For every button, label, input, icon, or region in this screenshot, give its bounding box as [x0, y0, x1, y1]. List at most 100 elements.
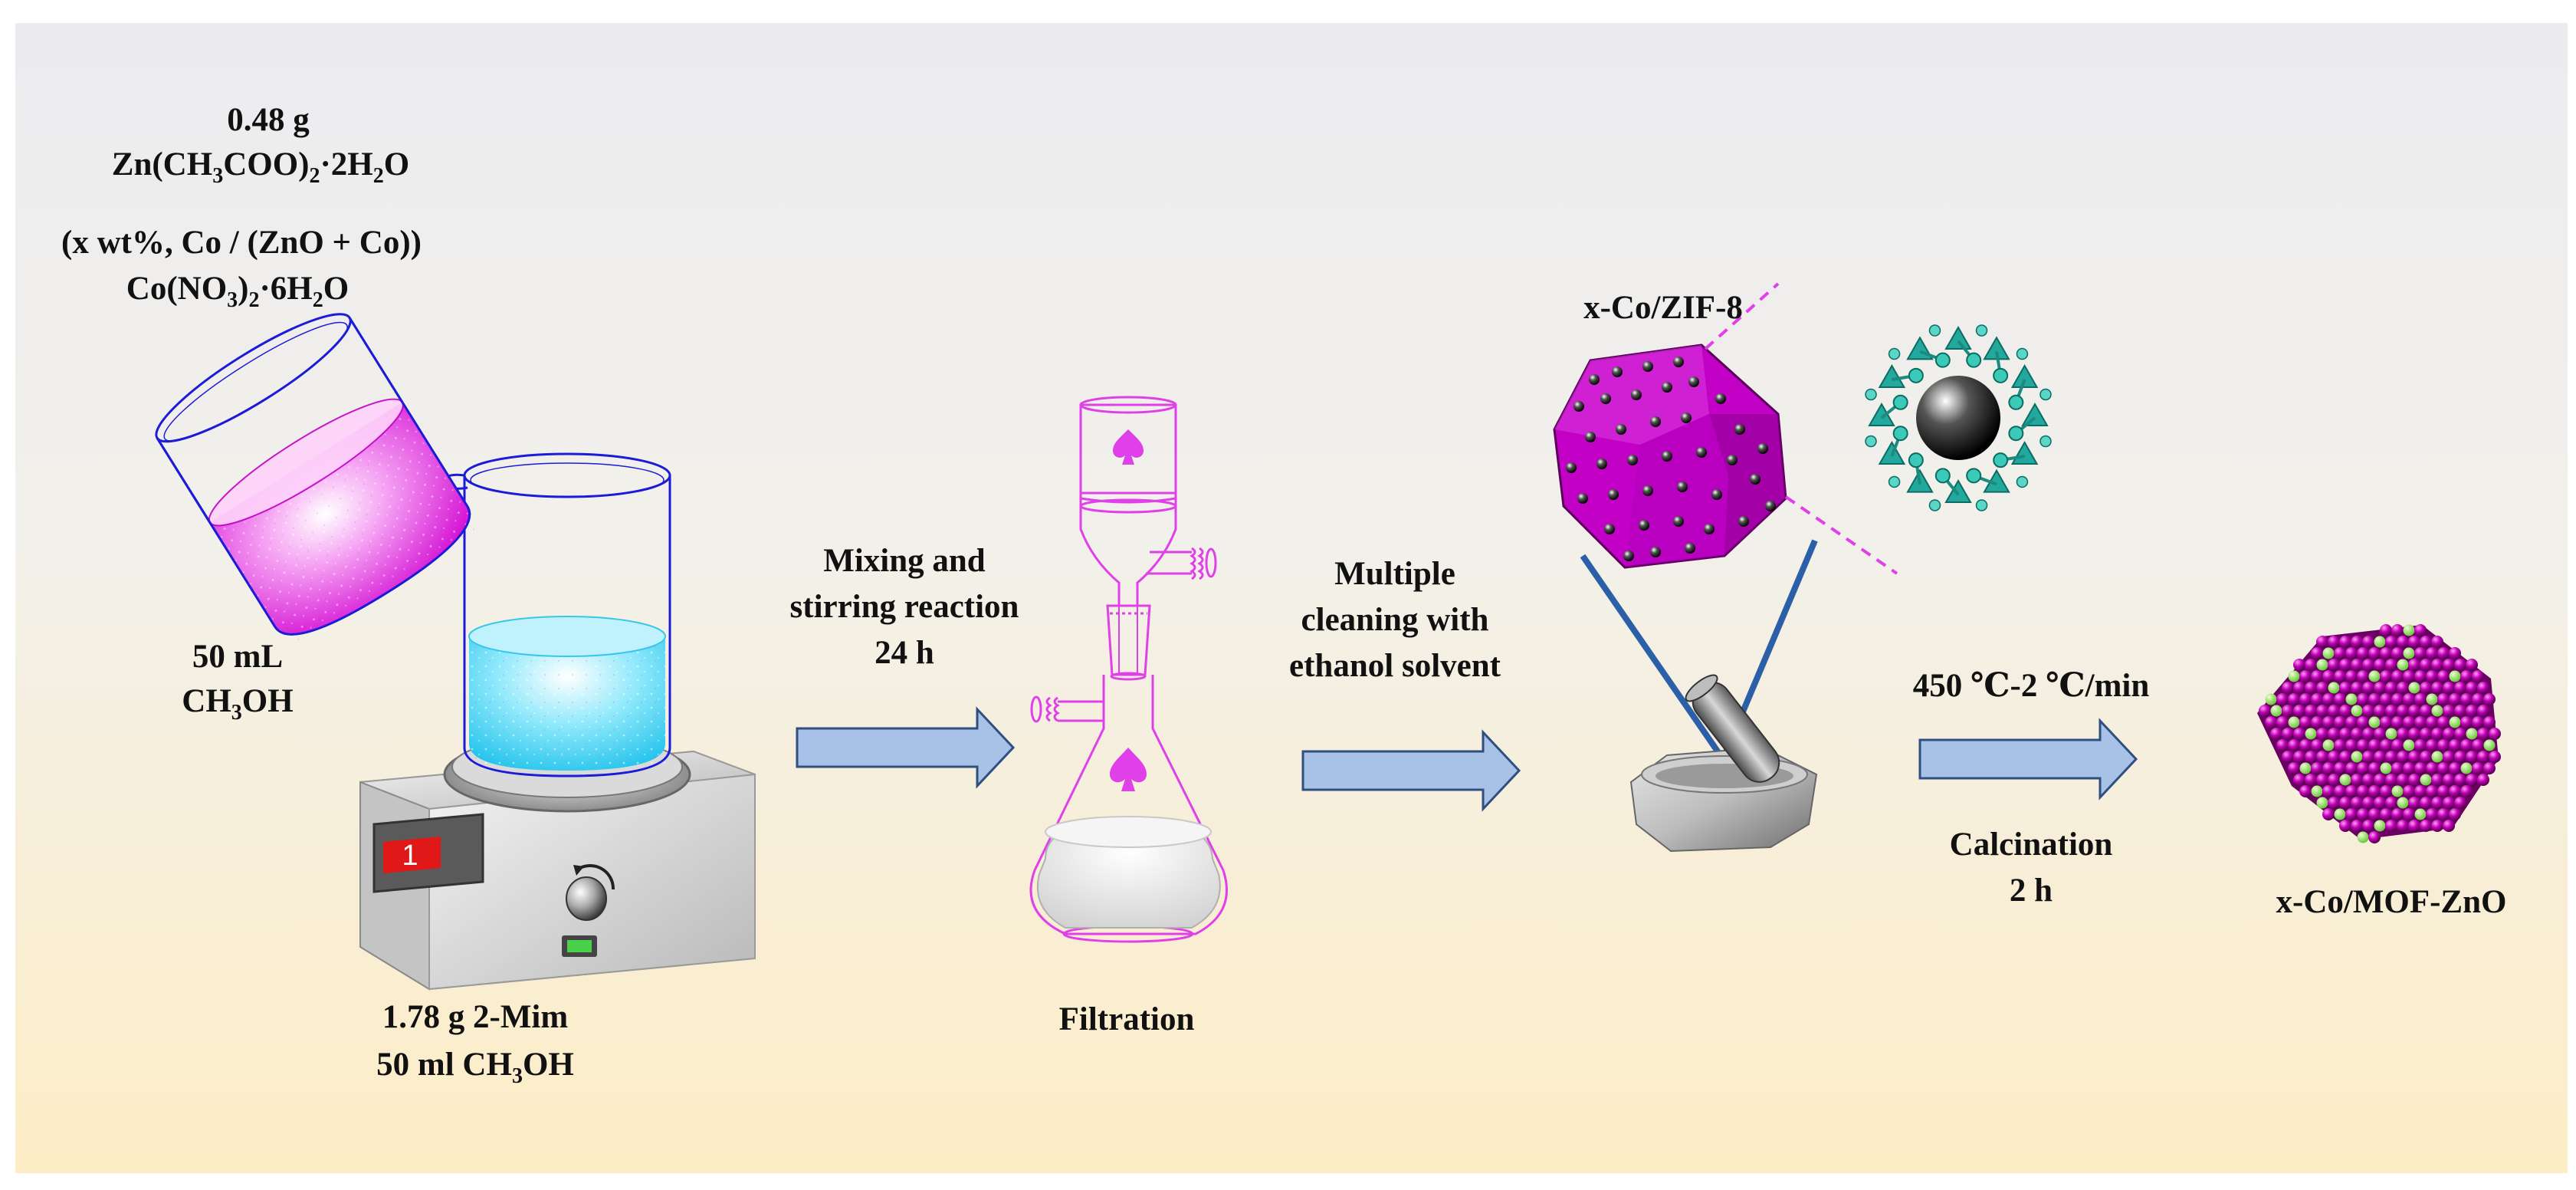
dopant-dot: [1604, 524, 1615, 534]
zno-sphere: [2414, 624, 2427, 636]
zno-sphere: [2391, 670, 2404, 682]
dopant-dot: [1677, 482, 1688, 492]
framework-node: [1934, 352, 1951, 368]
zno-sphere: [2408, 751, 2420, 763]
zno-sphere: [2311, 762, 2323, 774]
zno-sphere: [2374, 797, 2386, 809]
zno-sphere: [2374, 751, 2386, 763]
zno-sphere: [2385, 636, 2397, 648]
zno-sphere: [2299, 670, 2312, 682]
zno-sphere: [2311, 647, 2323, 659]
cobalt-dopant-sphere: [2380, 762, 2392, 774]
zno-sphere: [2408, 636, 2420, 648]
zno-sphere: [2414, 693, 2427, 705]
cobalt-dopant-sphere: [2397, 659, 2409, 671]
cobalt-dopant-sphere: [2311, 785, 2323, 797]
zno-sphere: [2483, 762, 2496, 774]
zno-sphere: [2443, 659, 2455, 671]
zoom-lines: [1704, 282, 1898, 575]
zno-sphere: [2322, 670, 2335, 682]
zno-sphere: [2397, 820, 2409, 832]
zno-sphere: [2322, 716, 2335, 728]
zno-sphere: [2483, 693, 2496, 705]
framework-node: [1966, 468, 1982, 484]
framework-node: [2021, 402, 2049, 426]
zno-sphere: [2431, 682, 2443, 694]
cobalt-dopant-sphere: [2426, 693, 2438, 705]
zno-sphere: [2293, 751, 2305, 763]
zno-sphere: [2449, 647, 2461, 659]
zno-sphere: [2426, 808, 2438, 820]
zno-sphere: [2328, 636, 2340, 648]
zno-sphere: [2374, 728, 2386, 740]
zno-sphere: [2357, 670, 2369, 682]
dopant-dot: [1715, 393, 1726, 404]
zno-sphere: [2414, 670, 2427, 682]
zno-sphere: [2391, 739, 2404, 751]
dopant-dot: [1650, 547, 1661, 557]
zno-sphere: [2477, 751, 2489, 763]
dopant-dot: [1673, 357, 1684, 367]
zno-sphere: [2454, 728, 2466, 740]
zno-sphere: [2374, 659, 2386, 671]
zno-sphere: [2311, 670, 2323, 682]
zno-sphere: [2299, 785, 2312, 797]
cobalt-dopant-sphere: [2374, 636, 2386, 648]
zno-sphere: [2345, 670, 2358, 682]
framework-node: [1928, 324, 1941, 337]
stirrer-display: 1: [402, 840, 418, 872]
zno-sphere: [2437, 762, 2450, 774]
cobalt-dopant-sphere: [2408, 682, 2420, 694]
zno-sphere: [2391, 808, 2404, 820]
zno-sphere: [2362, 682, 2374, 694]
zno-sphere: [2316, 774, 2328, 786]
dopant-dot: [1750, 474, 1761, 485]
filter-flask-icon: [1029, 396, 1228, 943]
zno-sphere: [2311, 739, 2323, 751]
zno-sphere: [2466, 751, 2478, 763]
zno-sphere: [2345, 739, 2358, 751]
zno-sphere: [2443, 774, 2455, 786]
zno-sphere: [2362, 751, 2374, 763]
zno-sphere: [2472, 762, 2484, 774]
zno-sphere: [2414, 785, 2427, 797]
zno-sphere: [2288, 693, 2300, 705]
framework-node: [1944, 478, 1972, 503]
framework-node: [2010, 363, 2039, 388]
zno-sphere: [2357, 739, 2369, 751]
zinc-formula-label: Zn(CH3COO)2·2H2O: [111, 146, 410, 188]
zno-sphere: [2420, 797, 2432, 809]
zno-sphere: [2449, 785, 2461, 797]
ligand-solvent-label: 50 ml CH3OH: [376, 1047, 574, 1088]
zno-sphere: [2357, 716, 2369, 728]
zno-sphere: [2316, 636, 2328, 648]
dopant-dot: [1616, 424, 1626, 435]
framework-node: [1975, 324, 1988, 337]
zno-sphere: [2454, 659, 2466, 671]
dopant-dot: [1738, 516, 1749, 527]
zno-sphere: [2460, 670, 2473, 682]
framework-node: [2008, 394, 2024, 410]
zno-sphere: [2454, 682, 2466, 694]
zno-sphere: [2293, 705, 2305, 717]
zno-sphere: [2420, 820, 2432, 832]
zno-sphere: [2328, 659, 2340, 671]
zno-sphere: [2351, 636, 2363, 648]
zno-sphere: [2431, 636, 2443, 648]
arrow-icon: [796, 706, 1016, 789]
cobalt-dopant-sphere: [2322, 739, 2335, 751]
cobalt-dopant-sphere: [2420, 774, 2432, 786]
cobalt-dopant-sphere: [2403, 739, 2415, 751]
zno-sphere: [2305, 705, 2317, 717]
zno-sphere: [2477, 682, 2489, 694]
framework-node: [1865, 388, 1877, 401]
zno-sphere: [2391, 624, 2404, 636]
zno-sphere: [2426, 647, 2438, 659]
zno-sphere: [2368, 762, 2381, 774]
zno-sphere: [2339, 682, 2351, 694]
zno-sphere: [2449, 808, 2461, 820]
zno-sphere: [2282, 682, 2294, 694]
zno-sphere: [2460, 716, 2473, 728]
cobalt-dopant-sphere: [2449, 670, 2461, 682]
